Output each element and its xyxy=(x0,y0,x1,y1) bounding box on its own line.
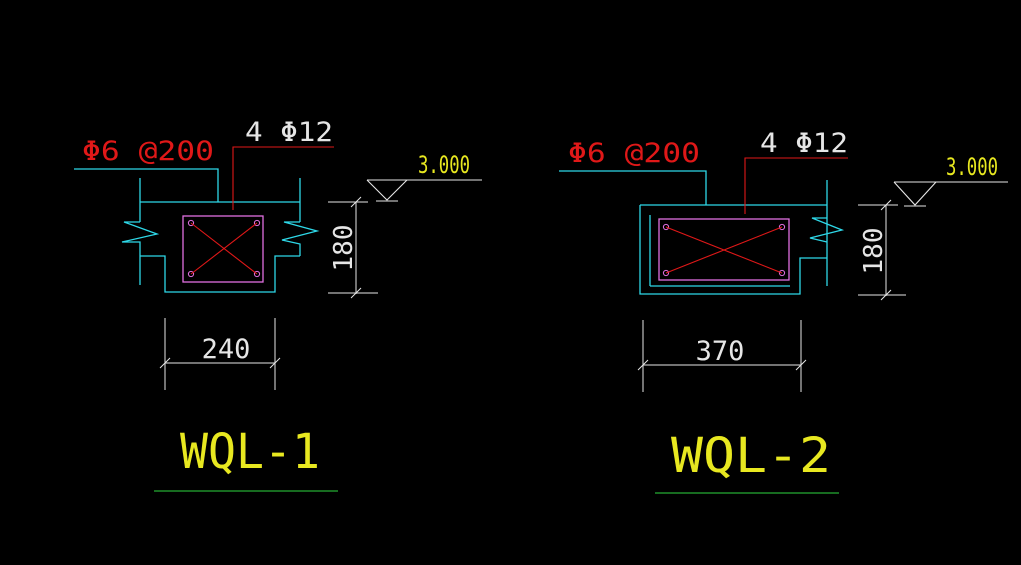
rebar-label: 4 Φ12 xyxy=(760,128,848,159)
width-dimension-value: 240 xyxy=(202,334,251,365)
rebar-dots xyxy=(187,219,261,278)
stirrup-label: Φ6 @200 xyxy=(568,138,700,169)
wall-outline xyxy=(74,168,320,293)
section-wql-1: Φ6 @200 4 Φ12 3.000 180 240 WQL-1 xyxy=(74,117,482,492)
height-dimension-value: 180 xyxy=(329,225,359,272)
stirrup xyxy=(182,215,264,283)
rebar-label: 4 Φ12 xyxy=(245,117,333,148)
section-title: WQL-1 xyxy=(180,424,320,480)
width-dimension xyxy=(159,318,281,390)
section-wql-2: Φ6 @200 4 Φ12 3.000 180 370 WQL-2 xyxy=(559,128,1008,494)
rebar-leader xyxy=(744,157,848,214)
wall-outline xyxy=(559,170,845,295)
width-dimension xyxy=(637,320,807,392)
width-dimension-value: 370 xyxy=(696,336,745,367)
elevation-value: 3.000 xyxy=(946,153,998,181)
elevation-marker: 3.000 xyxy=(366,151,482,202)
height-dimension-value: 180 xyxy=(859,228,889,275)
rebar-leader xyxy=(232,146,334,210)
elevation-value: 3.000 xyxy=(418,151,470,179)
stirrup xyxy=(658,218,790,281)
elevation-marker: 3.000 xyxy=(893,153,1008,207)
cross-diagonals xyxy=(190,222,258,275)
height-dimension xyxy=(328,196,378,299)
rebar-dots xyxy=(662,223,786,277)
section-title: WQL-2 xyxy=(671,428,831,484)
cross-diagonals xyxy=(665,226,783,274)
stirrup-label: Φ6 @200 xyxy=(82,136,214,167)
height-dimension xyxy=(858,199,906,301)
